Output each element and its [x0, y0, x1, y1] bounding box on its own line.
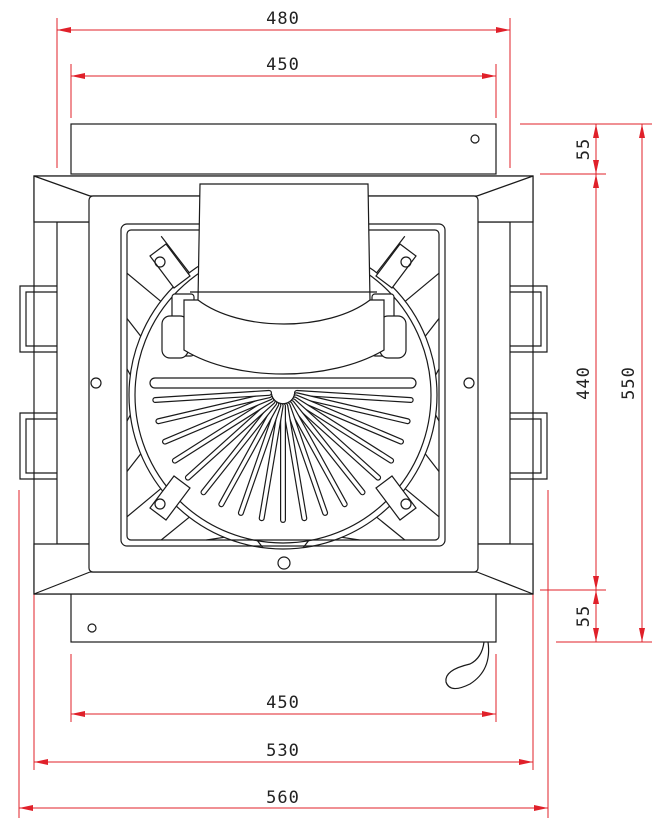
dim-bottom-outer: 560 — [266, 788, 300, 808]
grille-spoke — [404, 272, 440, 302]
dimension-labels: 480 450 55 440 550 55 450 530 560 — [266, 9, 639, 808]
bottom-plate-screw-hole — [87, 623, 97, 633]
fan-blade-fill — [239, 403, 281, 515]
mount-lug-top-left — [149, 243, 191, 289]
grille-spoke — [126, 272, 162, 302]
grille-spoke — [376, 235, 406, 274]
grille-spoke — [435, 414, 440, 422]
mount-lug-bottom-left — [149, 475, 191, 521]
dim-right-middle: 440 — [574, 366, 594, 400]
dim-top-outer: 480 — [266, 9, 300, 29]
top-plate-screw-hole — [470, 134, 480, 144]
grille-spoke — [126, 488, 162, 518]
grille-spoke — [376, 516, 406, 541]
fan-blade-fill — [259, 403, 283, 521]
grille-spoke — [160, 235, 190, 274]
dim-bottom-inner: 450 — [266, 693, 300, 713]
dim-top-inner: 450 — [266, 55, 300, 75]
dim-right-top-short: 55 — [574, 138, 594, 160]
dim-right-bottom-short: 55 — [574, 605, 594, 627]
grille-spoke — [424, 318, 440, 337]
grille-spoke — [126, 368, 131, 376]
dimension-lines — [18, 18, 652, 818]
grille-spoke — [126, 414, 131, 422]
grille-spoke — [126, 318, 142, 337]
fan-blade-fill — [156, 393, 272, 424]
fan-blade-fill — [291, 399, 380, 480]
fan-blade-fill — [285, 403, 327, 515]
left-mounting-brackets — [19, 285, 57, 480]
fan-blade-fill — [292, 397, 393, 463]
grille-spoke — [206, 536, 225, 541]
fan-blade-fill — [219, 402, 279, 507]
motor-hood — [183, 183, 385, 375]
fan-blade-fill — [289, 401, 365, 495]
power-cable — [445, 641, 490, 690]
fan-blade-fill — [294, 395, 403, 444]
fan-blade-fill — [163, 395, 272, 444]
dim-right-overall: 550 — [619, 366, 639, 400]
right-mounting-brackets — [510, 285, 548, 480]
fan-blades — [152, 389, 414, 523]
grille-spoke — [424, 453, 440, 472]
left-screw-hole — [90, 377, 102, 389]
fan-blade-fill — [294, 393, 410, 424]
fan-blade-fill — [186, 399, 275, 480]
grille-spokes — [126, 229, 440, 549]
mount-lug-bottom-right — [375, 475, 417, 521]
fan-blade-fill — [201, 401, 277, 495]
fan-blade-fill — [295, 391, 413, 402]
fan-blade-fill — [287, 402, 347, 507]
fan-blade-fill — [173, 397, 274, 463]
top-plate — [70, 123, 497, 175]
fan-assembly — [128, 183, 438, 550]
dim-bottom-mid: 530 — [266, 741, 300, 761]
fan-blade-fill — [153, 391, 271, 402]
grille-spoke — [126, 453, 142, 472]
grille-spoke — [160, 516, 190, 541]
bottom-plate — [70, 592, 497, 643]
mount-lug-top-right — [375, 243, 417, 289]
grille-spoke — [435, 368, 440, 376]
fan-blade-fill — [283, 403, 307, 521]
bottom-screw-hole — [277, 556, 291, 570]
right-screw-hole — [463, 377, 475, 389]
grille-spoke — [341, 536, 360, 541]
grille-spoke — [404, 488, 440, 518]
support-arm — [149, 377, 417, 389]
